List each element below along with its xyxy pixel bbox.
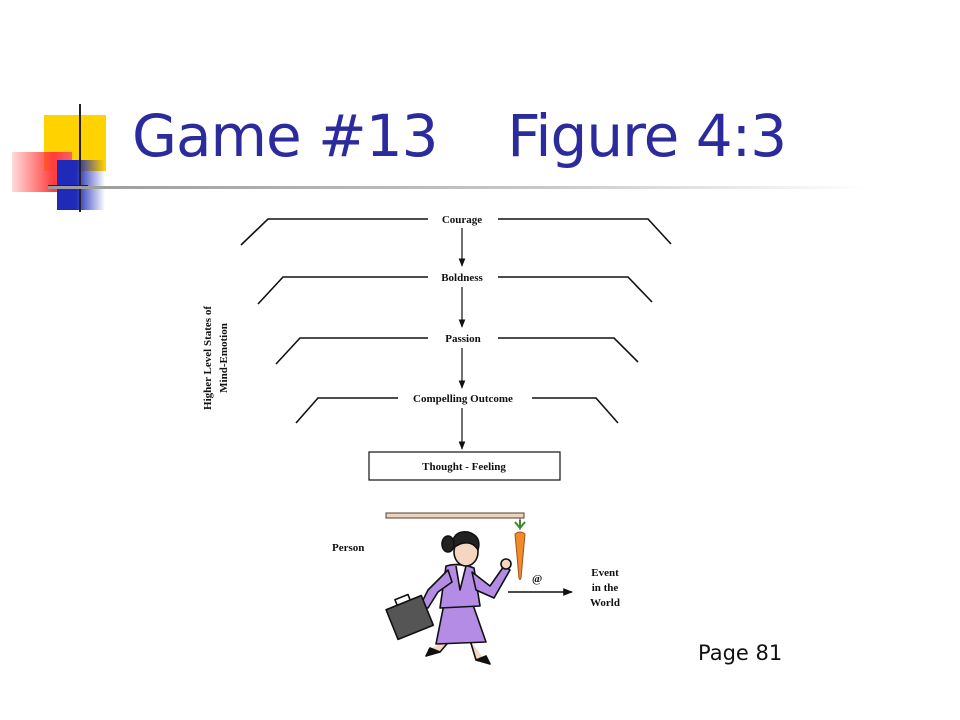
level-passion: Passion bbox=[275, 333, 639, 365]
page-number: Page 81 bbox=[698, 641, 783, 665]
svg-text:in the: in the bbox=[592, 582, 619, 594]
person-figure-icon bbox=[385, 531, 512, 665]
event-label: Event in the World bbox=[590, 567, 620, 609]
person-label: Person bbox=[332, 542, 364, 554]
svg-text:Higher Level States of: Higher Level States of bbox=[202, 306, 214, 410]
thought-feeling-box: Thought - Feeling bbox=[368, 451, 561, 481]
level-label-passion: Passion bbox=[445, 333, 480, 345]
thought-feeling-label: Thought - Feeling bbox=[422, 461, 506, 473]
at-label: @ bbox=[532, 573, 542, 585]
decor-vertical-line bbox=[79, 104, 81, 212]
carrot-stick bbox=[385, 512, 525, 530]
svg-text:Event: Event bbox=[591, 567, 619, 579]
svg-text:World: World bbox=[590, 597, 620, 609]
level-label-compelling-outcome: Compelling Outcome bbox=[413, 393, 513, 405]
slide-title: Game #13 Figure 4:3 bbox=[132, 102, 787, 170]
carrot-icon bbox=[514, 520, 526, 580]
side-label: Higher Level States of Mind-Emotion bbox=[202, 306, 230, 410]
title-underline bbox=[48, 186, 868, 189]
svg-text:Mind-Emotion: Mind-Emotion bbox=[218, 323, 230, 393]
level-label-courage: Courage bbox=[442, 214, 482, 226]
level-courage: Courage bbox=[240, 214, 672, 246]
level-compelling-outcome: Compelling Outcome bbox=[295, 393, 619, 424]
level-boldness: Boldness bbox=[257, 272, 653, 305]
level-label-boldness: Boldness bbox=[441, 272, 483, 284]
